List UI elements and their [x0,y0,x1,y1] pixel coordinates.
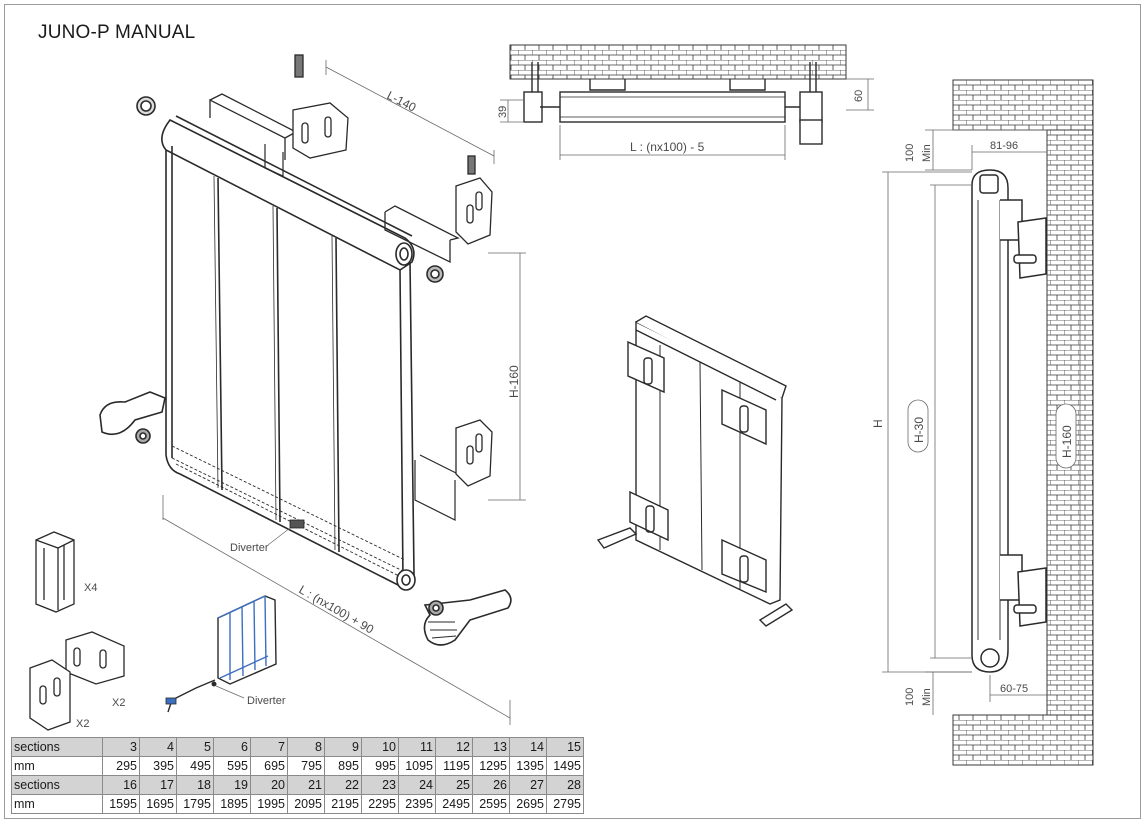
table-cell: 2695 [509,794,547,814]
qty-x2-b: X2 [76,718,89,730]
diverter-illustration [165,595,277,713]
top-view: 39 60 L : (nx100) - 5 [497,44,874,160]
row-header: mm [11,794,103,814]
table-cell: 6 [213,737,251,757]
dim-60: 60 [853,90,865,102]
table-cell: 7 [250,737,288,757]
dim-l140: L-140 [385,88,419,115]
side-view: 100 Min 100 Min 81-96 60-75 H H-30 H-160 [871,79,1094,766]
table-cell: 4 [139,737,177,757]
table-cell: 2295 [361,794,399,814]
table-cell: 695 [250,756,288,776]
row-header: sections [11,775,103,795]
dim-min-bottom-label: Min [921,688,933,706]
table-cell: 24 [398,775,436,795]
table-cell: 2195 [324,794,362,814]
dim-min-top: 100 [904,144,916,162]
table-cell: 1695 [139,794,177,814]
perspective-view [596,315,794,627]
table-cell: 10 [361,737,399,757]
table-cell: 13 [472,737,510,757]
table-cell: 1495 [546,756,584,776]
table-cell: 3 [102,737,140,757]
table-cell: 26 [472,775,510,795]
table-cell: 1895 [213,794,251,814]
table-cell: 795 [287,756,325,776]
table-cell: 2495 [435,794,473,814]
table-cell: 2095 [287,794,325,814]
dim-length-inner: L : (nx100) - 5 [630,140,705,154]
table-cell: 8 [287,737,325,757]
drawing-frame [4,4,1141,819]
table-cell: 2395 [398,794,436,814]
dim-h: H [871,419,885,428]
table-cell: 1995 [250,794,288,814]
dim-h160-side: H-160 [1060,425,1074,458]
table-cell: 23 [361,775,399,795]
table-cell: 1595 [102,794,140,814]
row-header: mm [11,756,103,776]
table-cell: 17 [139,775,177,795]
table-cell: 14 [509,737,547,757]
table-cell: 1095 [398,756,436,776]
table-cell: 25 [435,775,473,795]
table-cell: 11 [398,737,436,757]
page-title: JUNO-P MANUAL [38,22,196,43]
dim-length-total: L : (nx100) + 90 [297,582,377,636]
table-cell: 1195 [435,756,473,776]
table-cell: 15 [546,737,584,757]
bracket-parts-x2 [29,631,125,731]
table-cell: 995 [361,756,399,776]
dim-39: 39 [497,106,509,118]
diverter-label-small: Diverter [247,695,286,707]
table-cell: 9 [324,737,362,757]
dim-60-75: 60-75 [1000,683,1028,695]
table-cell: 18 [176,775,214,795]
table-cell: 595 [213,756,251,776]
table-cell: 1795 [176,794,214,814]
dim-h30: H-30 [912,417,926,443]
table-cell: 2795 [546,794,584,814]
table-cell: 19 [213,775,251,795]
main-dimension-lines [162,60,526,725]
dim-81-96: 81-96 [990,140,1018,152]
table-cell: 5 [176,737,214,757]
row-header: sections [11,737,103,757]
dim-h160: H-160 [507,365,521,398]
table-cell: 22 [324,775,362,795]
table-cell: 2595 [472,794,510,814]
qty-x2-a: X2 [112,697,125,709]
table-cell: 20 [250,775,288,795]
main-radiator-view [99,93,512,646]
table-cell: 21 [287,775,325,795]
dim-min-bottom: 100 [904,688,916,706]
dim-min-top-label: Min [921,144,933,162]
table-cell: 27 [509,775,547,795]
qty-x4: X4 [84,582,97,594]
table-cell: 1295 [472,756,510,776]
diverter-label-main: Diverter [230,542,269,554]
table-cell: 895 [324,756,362,776]
table-cell: 395 [139,756,177,776]
table-cell: 28 [546,775,584,795]
table-cell: 16 [102,775,140,795]
table-cell: 495 [176,756,214,776]
table-cell: 295 [102,756,140,776]
bracket-parts-x4 [35,531,75,613]
table-cell: 12 [435,737,473,757]
table-cell: 1395 [509,756,547,776]
wall-bracket-parts [292,54,493,487]
